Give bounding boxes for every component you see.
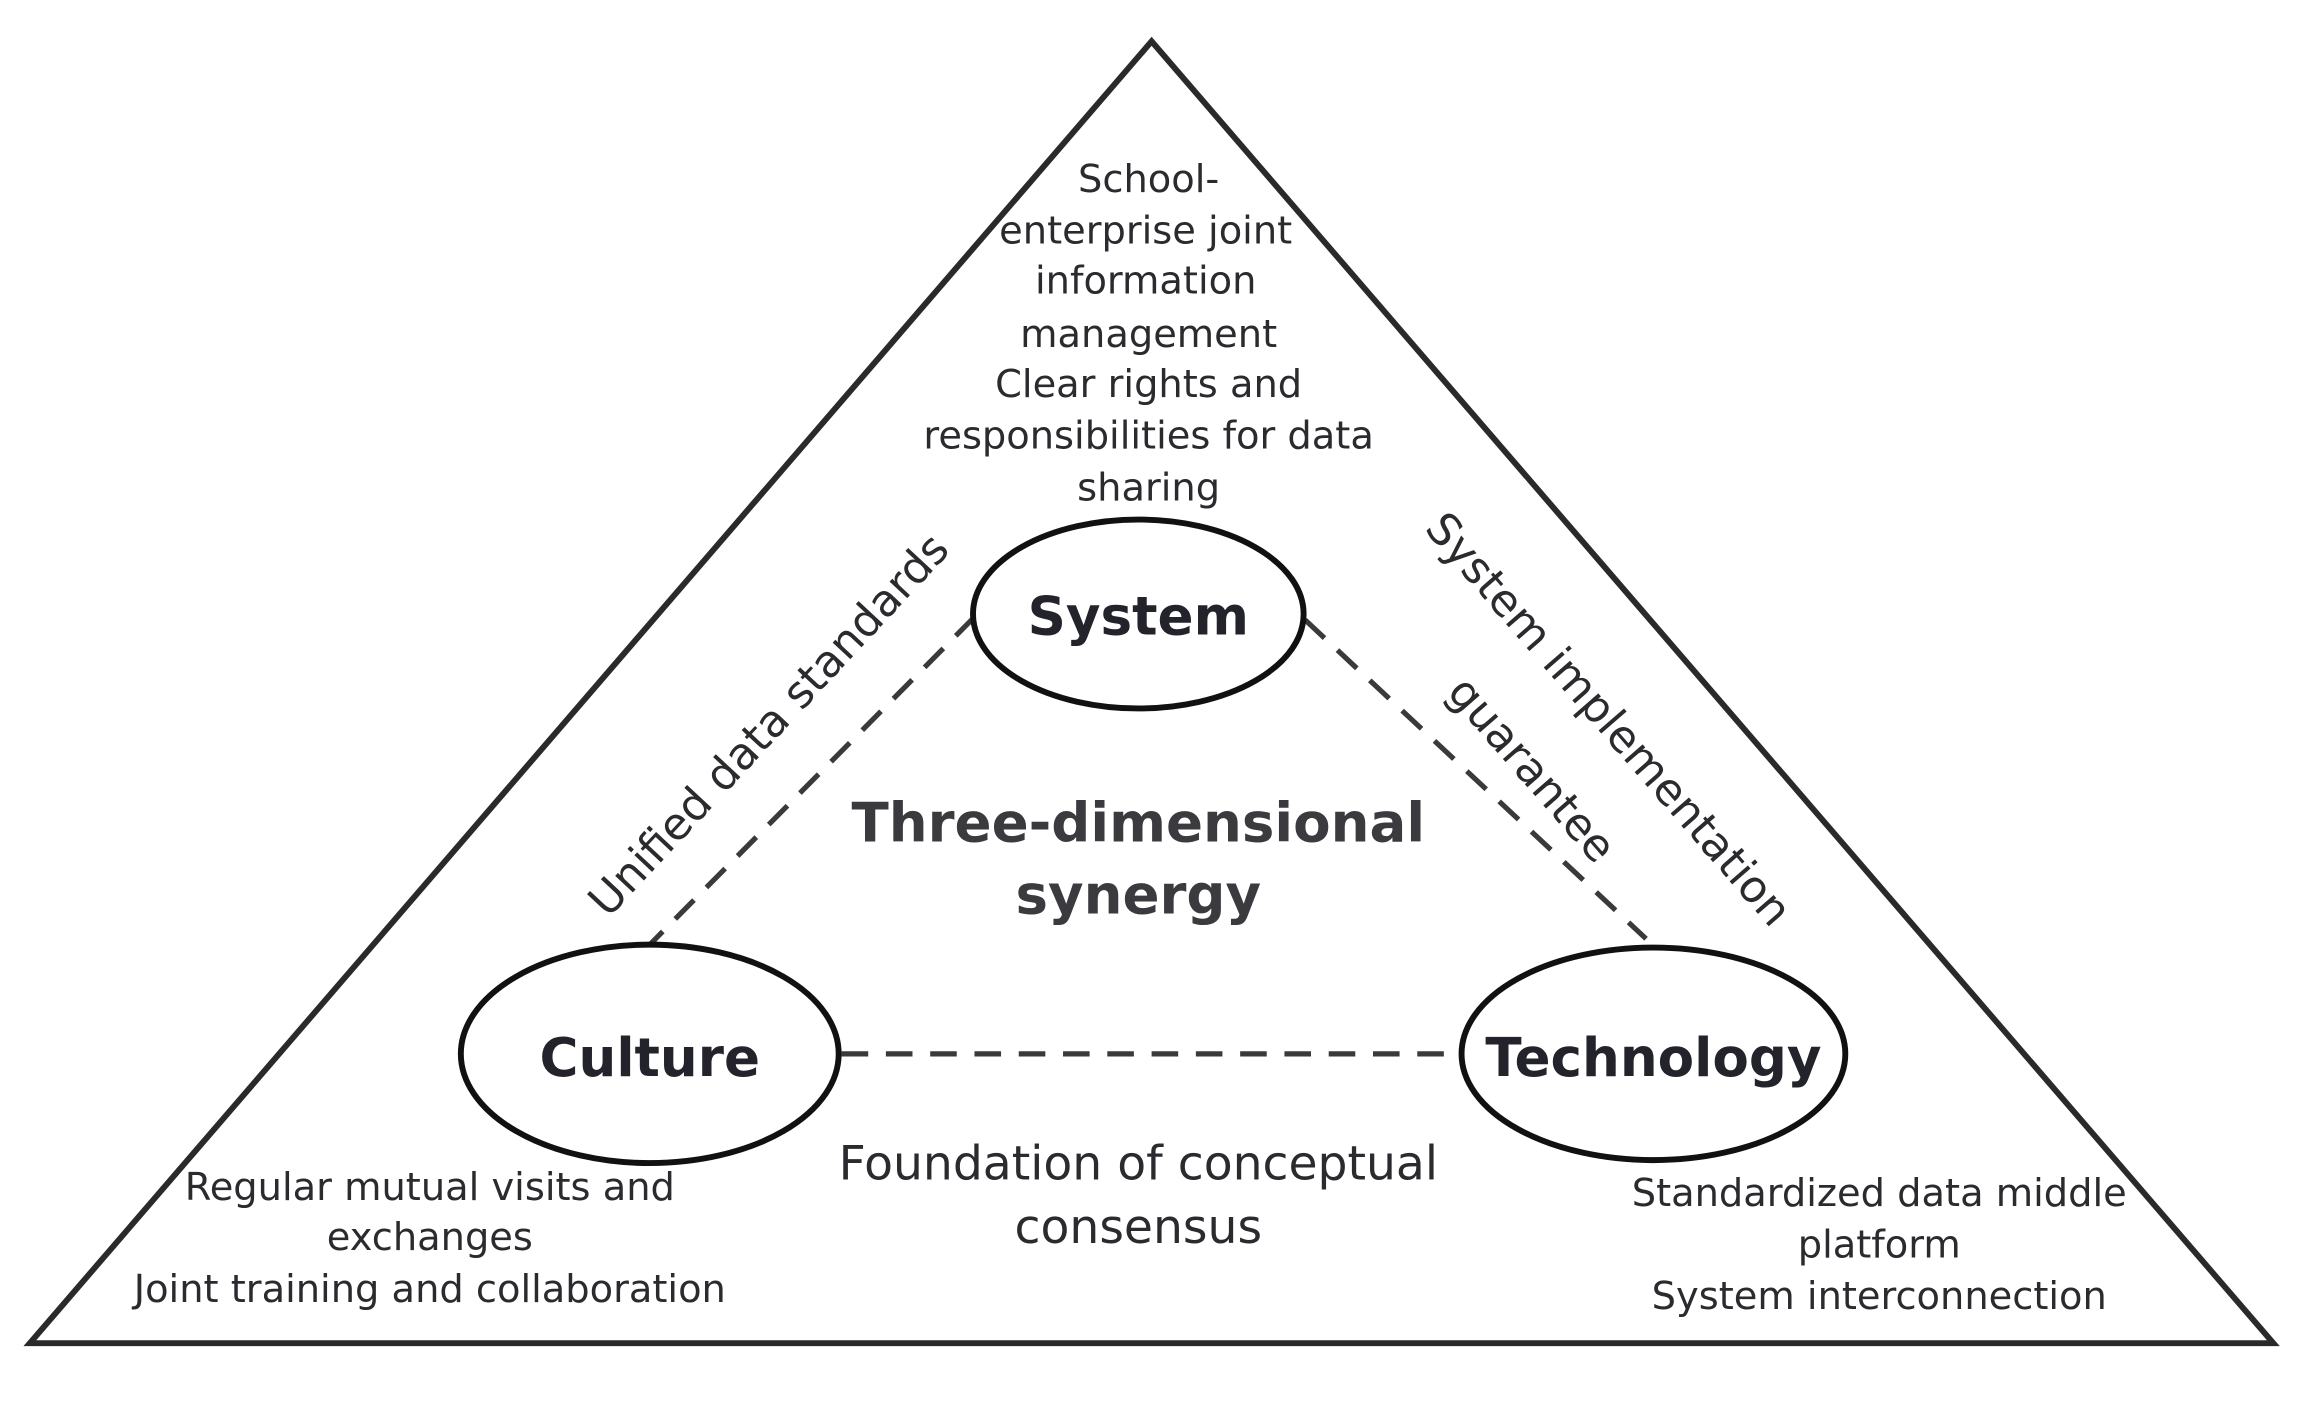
top-line: responsibilities for data bbox=[923, 414, 1373, 459]
culture-label: Culture bbox=[540, 1027, 760, 1089]
center-title-line1: Three-dimensional bbox=[851, 790, 1425, 854]
culture-detail-line: Regular mutual visits and bbox=[185, 1165, 675, 1210]
system-node bbox=[970, 516, 1307, 712]
top-line: information bbox=[1035, 259, 1256, 304]
outer-triangle bbox=[23, 36, 2280, 1347]
system-technology-dashed-link bbox=[1303, 618, 1648, 941]
technology-detail-line: Standardized data middle bbox=[1632, 1171, 2127, 1216]
system-label: System bbox=[1028, 586, 1249, 648]
top-line: Clear rights and bbox=[995, 362, 1302, 407]
technology-label: Technology bbox=[1485, 1027, 1821, 1089]
system-culture-dashed-link bbox=[647, 615, 977, 947]
bottom-edge-label-line1: Foundation of conceptual bbox=[839, 1136, 1438, 1191]
left-edge-label: Unified data standards bbox=[579, 524, 960, 927]
top-line: School- bbox=[1078, 157, 1219, 202]
center-title-line2: synergy bbox=[1015, 863, 1261, 927]
top-line: enterprise joint bbox=[999, 209, 1292, 254]
culture-detail-line: Joint training and collaboration bbox=[132, 1267, 726, 1312]
top-block: School- enterprise joint information man… bbox=[923, 157, 1373, 510]
culture-detail-line: exchanges bbox=[327, 1215, 533, 1260]
top-line: management bbox=[1020, 312, 1277, 357]
technology-node bbox=[1458, 944, 1849, 1164]
technology-detail-line: System interconnection bbox=[1652, 1274, 2107, 1319]
culture-node bbox=[457, 941, 842, 1167]
bottom-edge-label-line2: consensus bbox=[1015, 1200, 1262, 1255]
technology-detail-line: platform bbox=[1798, 1223, 1961, 1268]
top-line: sharing bbox=[1077, 465, 1220, 510]
